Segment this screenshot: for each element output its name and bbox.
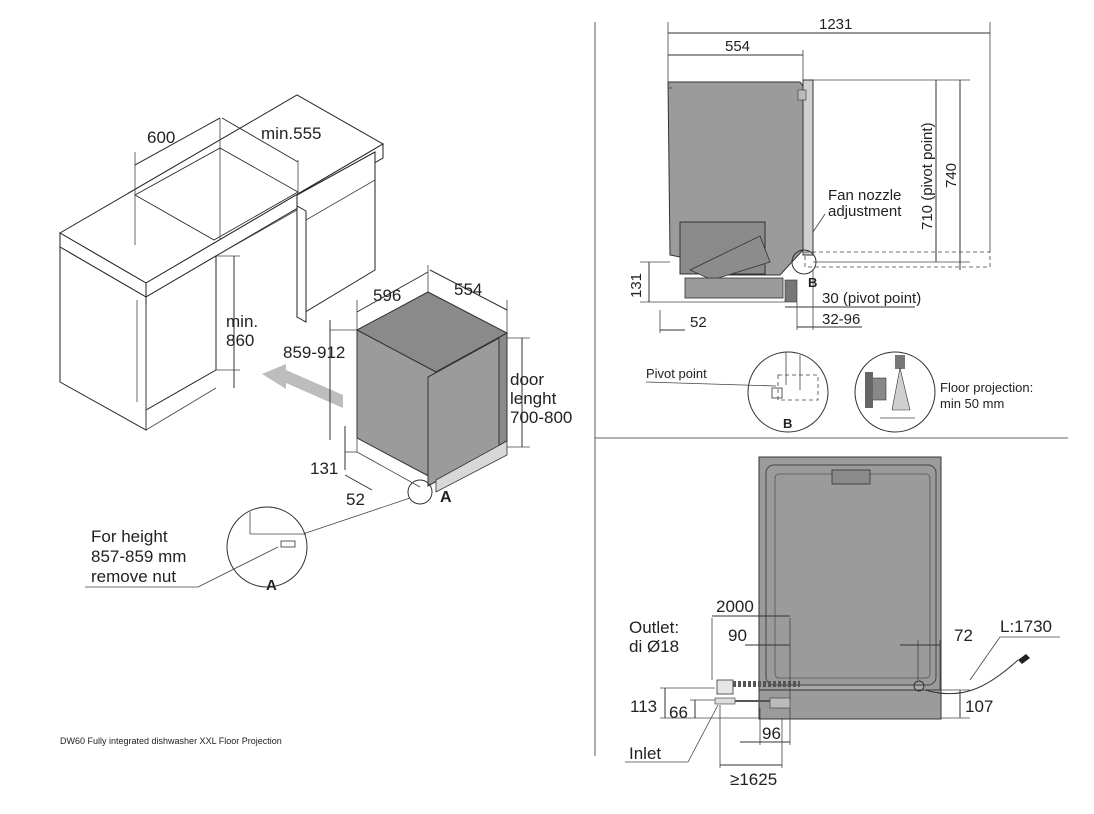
floor-projection-label-2: min 50 mm bbox=[940, 396, 1004, 411]
front-view bbox=[714, 456, 1030, 720]
note-line-3: remove nut bbox=[91, 567, 176, 586]
dishwasher-depth-label: 554 bbox=[454, 280, 482, 299]
inlet-length-label: ≥1625 bbox=[730, 770, 777, 789]
insert-arrow bbox=[262, 364, 343, 408]
outlet-offset-label: 90 bbox=[728, 626, 747, 645]
cabinet-height-label-1: min. bbox=[226, 312, 258, 331]
fan-label-2: adjustment bbox=[828, 203, 902, 220]
dishwasher-width-label: 596 bbox=[373, 286, 401, 305]
dishwasher-dimensions: 596 554 859-912 door lenght 700-800 131 … bbox=[283, 265, 572, 509]
pivot-range-label: 32-96 bbox=[822, 311, 860, 328]
detail-b-label: B bbox=[783, 416, 792, 431]
side-plinth-height-label: 131 bbox=[628, 273, 645, 298]
door-label-3: 700-800 bbox=[510, 408, 572, 427]
inlet-label: Inlet bbox=[629, 744, 661, 763]
floor-projection-label-1: Floor projection: bbox=[940, 380, 1033, 395]
outlet-label-1: Outlet: bbox=[629, 618, 679, 637]
pivot-point-label: Pivot point bbox=[646, 366, 707, 381]
pivot-depth-label: 30 (pivot point) bbox=[822, 290, 921, 307]
front-view-dimensions: Outlet: di Ø18 2000 90 72 L:1730 113 66 … bbox=[625, 597, 1060, 789]
side-view-dimensions: 1231 554 710 (pivot point) 740 Fan nozzl… bbox=[628, 16, 991, 333]
pivot-height-label: 710 (pivot point) bbox=[919, 122, 936, 230]
height-66-label: 66 bbox=[669, 703, 688, 722]
note-line-1: For height bbox=[91, 527, 168, 546]
door-label-2: lenght bbox=[510, 389, 557, 408]
cabinet-dimensions: 600 min.555 min. 860 bbox=[134, 117, 321, 388]
right-offset-label: 72 bbox=[954, 626, 973, 645]
plinth-height-label: 131 bbox=[310, 459, 338, 478]
detail-b-marker: B bbox=[808, 275, 817, 290]
detail-b-view: B bbox=[645, 351, 829, 433]
total-depth-label: 1231 bbox=[819, 16, 852, 33]
side-view bbox=[667, 79, 991, 303]
plinth-depth-label: 52 bbox=[346, 490, 365, 509]
detail-a-view: A bbox=[85, 497, 411, 594]
door-label-1: door bbox=[510, 370, 544, 389]
width-96-label: 96 bbox=[762, 724, 781, 743]
detail-a-label: A bbox=[266, 577, 277, 594]
depth-label: 554 bbox=[725, 38, 750, 55]
dishwasher-height-label: 859-912 bbox=[283, 343, 345, 362]
height-label: 740 bbox=[943, 163, 960, 188]
dishwasher-illustration bbox=[355, 291, 509, 505]
cabinet-depth-label: min.555 bbox=[261, 124, 321, 143]
height-107-label: 107 bbox=[965, 697, 993, 716]
cabinet-width-label: 600 bbox=[147, 128, 175, 147]
fan-label-1: Fan nozzle bbox=[828, 187, 901, 204]
outlet-length-label: 2000 bbox=[716, 597, 754, 616]
diagram-caption: DW60 Fully integrated dishwasher XXL Flo… bbox=[60, 736, 282, 746]
floor-projection-view bbox=[854, 351, 936, 433]
note-line-2: 857-859 mm bbox=[91, 547, 186, 566]
outlet-label-2: di Ø18 bbox=[629, 637, 679, 656]
side-plinth-depth-label: 52 bbox=[690, 314, 707, 331]
cabinet-height-label-2: 860 bbox=[226, 331, 254, 350]
detail-a-marker: A bbox=[440, 489, 452, 506]
height-113-label: 113 bbox=[630, 697, 657, 716]
cabinet-illustration bbox=[59, 94, 384, 431]
cable-length-label: L:1730 bbox=[1000, 617, 1052, 636]
